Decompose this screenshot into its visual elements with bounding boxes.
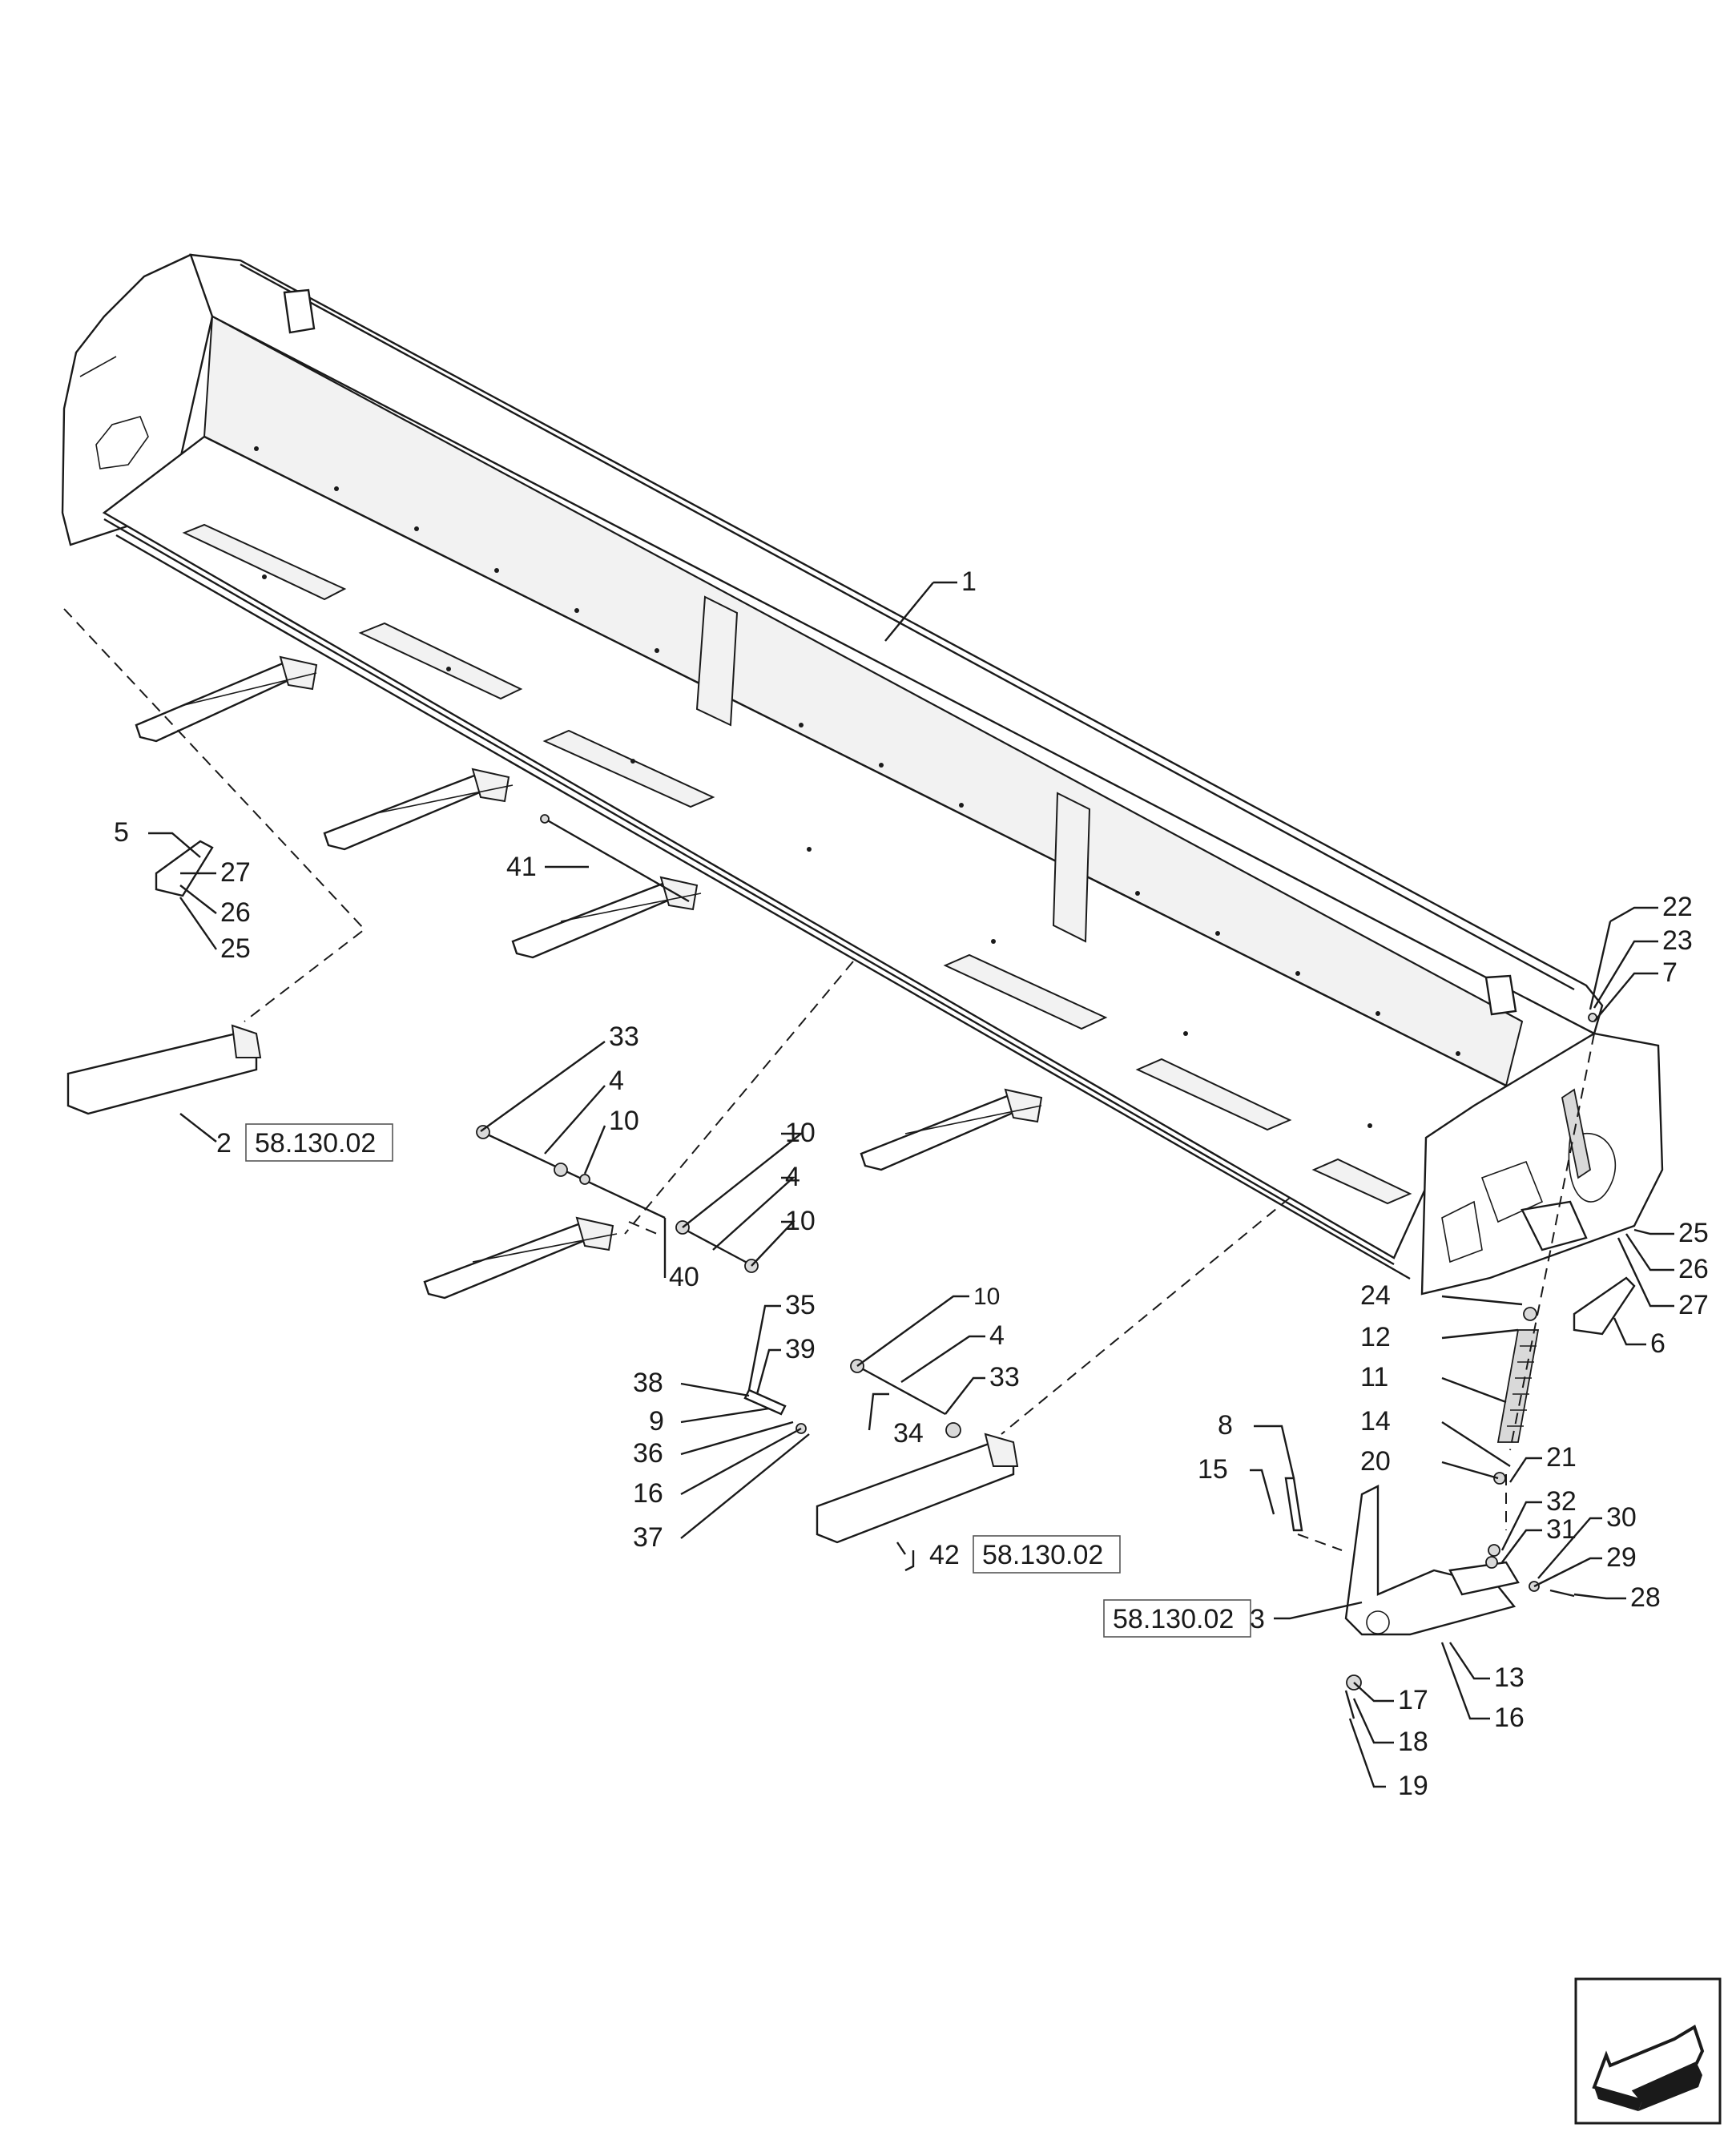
callout-33: 33 [609,1022,639,1052]
reference-link-ref-42[interactable]: 58.130.02 [973,1535,1121,1574]
callout-16: 16 [633,1478,663,1509]
callout-20: 20 [1360,1446,1391,1477]
callout-10: 10 [973,1284,1000,1310]
guard-assemblies [135,655,1043,1300]
callout-4: 4 [609,1066,624,1096]
callout-1: 1 [961,566,977,597]
callout-9: 9 [649,1406,664,1437]
skid-part-42 [816,1433,1019,1544]
arm-part-3 [1344,1485,1520,1636]
callout-31: 31 [1546,1514,1577,1545]
callout-7: 7 [1662,957,1678,988]
callout-41: 41 [506,852,537,882]
callout-10: 10 [785,1118,816,1148]
callout-30: 30 [1606,1502,1637,1533]
callouts: 1 5 27 26 25 41 2 33 4 10 40 10 4 10 35 … [114,566,1709,1801]
reference-link-ref-2[interactable]: 58.130.02 [245,1123,393,1162]
guard-assembly [135,655,318,743]
callout-22: 22 [1662,892,1693,922]
callout-35: 35 [785,1290,816,1320]
callout-10: 10 [785,1206,816,1236]
callout-26: 26 [220,897,251,928]
callout-4: 4 [785,1162,800,1192]
callout-5: 5 [114,817,129,848]
reference-label[interactable]: 58.130.02 [1113,1604,1234,1634]
callout-32: 32 [1546,1486,1577,1517]
callout-12: 12 [1360,1322,1391,1352]
callout-38: 38 [633,1368,663,1398]
callout-6: 6 [1650,1328,1666,1359]
callout-2: 2 [216,1128,232,1159]
callout-36: 36 [633,1438,663,1469]
guard-assembly [323,768,514,851]
bracket-part-6 [1573,1276,1636,1336]
callout-15: 15 [1198,1454,1228,1485]
callout-29: 29 [1606,1542,1637,1573]
callout-39: 39 [785,1334,816,1364]
link-part-8 [1284,1477,1303,1532]
spring-part-11 [1496,1307,1540,1443]
callout-11: 11 [1360,1362,1388,1392]
callout-33: 33 [989,1362,1020,1392]
previous-page-arrow-icon[interactable] [1574,1977,1722,2125]
shaft-part-41 [540,814,690,903]
callout-14: 14 [1360,1406,1391,1437]
callout-10: 10 [609,1106,639,1136]
leader-lines [148,581,1674,1788]
callout-17: 17 [1398,1685,1428,1715]
callout-3: 3 [1250,1604,1265,1634]
callout-19: 19 [1398,1771,1428,1801]
callout-24: 24 [1360,1280,1391,1311]
callout-13: 13 [1494,1662,1525,1693]
guard-assembly [860,1088,1043,1171]
callout-21: 21 [1546,1442,1577,1473]
callout-26: 26 [1678,1254,1709,1284]
header-frame [61,253,1664,1296]
reference-link-ref-3[interactable]: 58.130.02 [1103,1599,1251,1638]
callout-42: 42 [929,1540,960,1570]
reference-label[interactable]: 58.130.02 [982,1540,1103,1570]
skid-part-2 [66,1024,262,1115]
callout-34: 34 [893,1418,924,1449]
callout-27: 27 [220,857,251,888]
callout-8: 8 [1218,1410,1233,1441]
callout-25: 25 [1678,1218,1709,1248]
guard-assembly [511,876,702,959]
guard-assembly [423,1216,618,1300]
callout-25: 25 [220,933,251,964]
callout-23: 23 [1662,925,1693,956]
callout-37: 37 [633,1522,663,1553]
callout-27: 27 [1678,1290,1709,1320]
callout-4: 4 [989,1320,1005,1351]
reference-label[interactable]: 58.130.02 [255,1128,376,1159]
hardware [1344,921,1612,1719]
callout-40: 40 [669,1262,699,1292]
callout-16: 16 [1494,1703,1525,1733]
callout-28: 28 [1630,1582,1661,1613]
rod-assembly-left [476,1125,666,1219]
callout-18: 18 [1398,1727,1428,1757]
connection-lines [63,608,1595,1551]
